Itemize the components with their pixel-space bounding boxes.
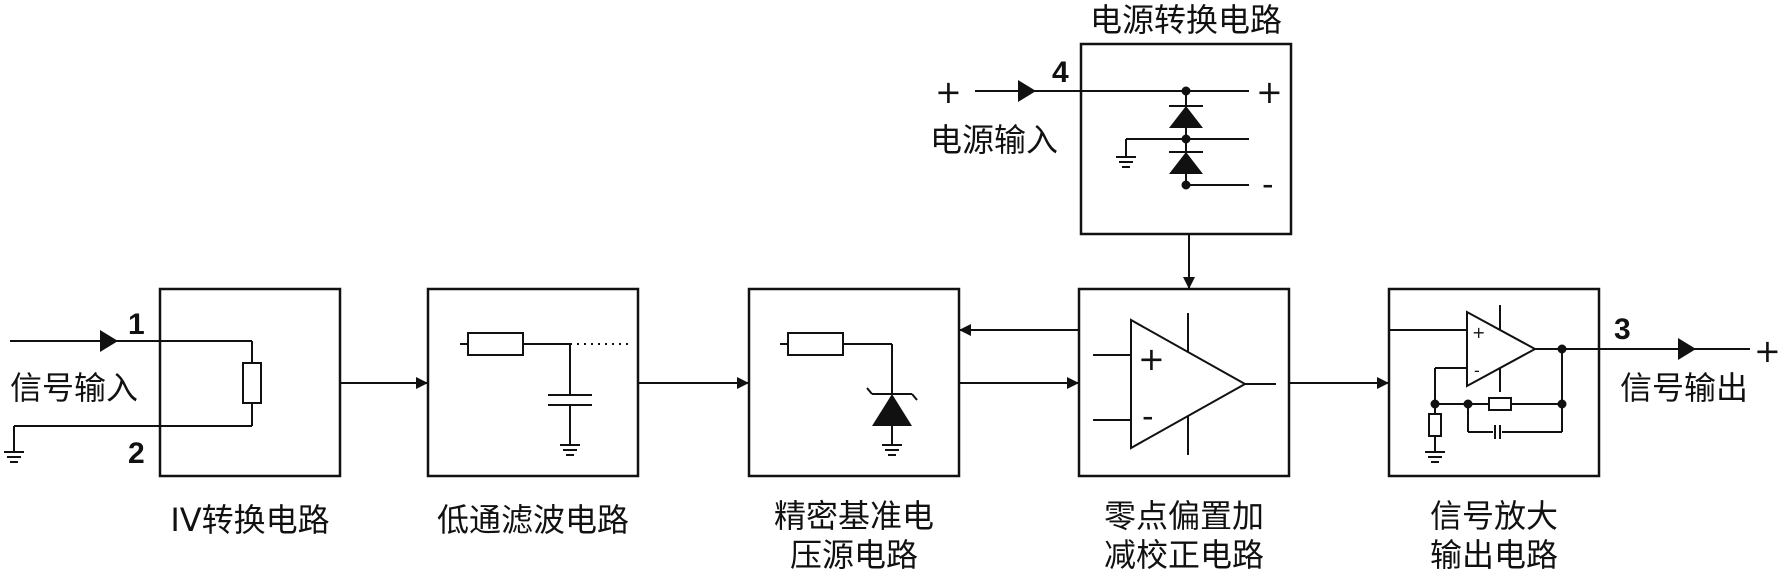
power-block [975, 42, 1293, 236]
amplifier-block-label-line1: 信号放大 [1430, 497, 1558, 535]
signal-output-label: 信号输出 [1620, 369, 1748, 407]
signal-input-label: 信号输入 [10, 369, 138, 407]
offset-block-label-line2: 减校正电路 [1104, 536, 1264, 574]
amp-plus-sign: + [1472, 323, 1485, 342]
power-block-label: 电源转换电路 [1090, 1, 1282, 39]
signal-input-wiring [4, 330, 160, 463]
opamp-plus-sign: + [1138, 340, 1165, 378]
iv-block [158, 287, 342, 478]
lowpass-block-label: 低通滤波电路 [437, 501, 629, 539]
reference-block-label-line1: 精密基准电 [774, 497, 934, 535]
power-input-plus: + [935, 73, 962, 111]
offset-block [1077, 287, 1291, 478]
lowpass-block [426, 287, 640, 478]
signal-output-plus: + [1754, 332, 1780, 370]
power-output-minus: - [1262, 165, 1274, 203]
amplifier-block [1387, 287, 1750, 478]
amp-minus-sign: - [1474, 361, 1480, 380]
reference-block-label-line2: 压源电路 [790, 536, 918, 574]
pin-1-label: 1 [128, 308, 145, 341]
reference-block [747, 287, 961, 478]
power-input-label: 电源输入 [930, 121, 1058, 159]
pin-2-label: 2 [128, 437, 145, 470]
iv-block-label: IV转换电路 [170, 501, 329, 539]
power-output-plus: + [1256, 73, 1283, 111]
amplifier-block-label-line2: 输出电路 [1430, 536, 1558, 574]
opamp-minus-sign: - [1142, 397, 1154, 435]
offset-block-label-line1: 零点偏置加 [1104, 497, 1264, 535]
pin-4-label: 4 [1052, 56, 1069, 89]
pin-3-label: 3 [1614, 313, 1631, 346]
